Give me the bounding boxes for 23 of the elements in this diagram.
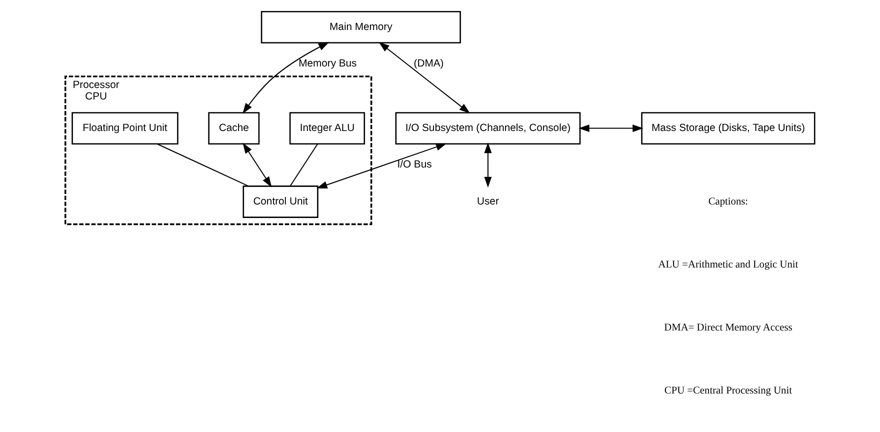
label: ALU =Arithmetic and Logic Unit — [658, 260, 798, 271]
label: Captions: — [708, 196, 748, 208]
edge-label: I/O Bus — [397, 160, 432, 171]
arrow — [484, 142, 492, 188]
node-box: Mass Storage (Disks, Tape Units) — [641, 112, 816, 144]
node-box: Main Memory — [260, 10, 461, 44]
node-box: Integer ALU — [289, 112, 366, 144]
node-box: Cache — [208, 112, 260, 144]
connector — [157, 144, 249, 187]
node-box: Control Unit — [242, 186, 318, 218]
edge-label: Memory Bus — [298, 58, 357, 70]
label: CPU =Central Processing Unit — [664, 386, 792, 397]
connector — [290, 144, 318, 186]
arrow — [578, 124, 644, 132]
node-text: User — [477, 196, 499, 208]
node-box: Floating Point Unit — [72, 112, 178, 144]
arrow — [242, 42, 330, 114]
edge-label: (DMA) — [414, 58, 444, 70]
arrow — [378, 42, 470, 114]
label: DMA= Direct Memory Access — [664, 322, 792, 334]
arrow — [316, 143, 447, 188]
node-box: I/O Subsystem (Channels, Console) — [395, 112, 581, 144]
arrow — [242, 142, 272, 188]
